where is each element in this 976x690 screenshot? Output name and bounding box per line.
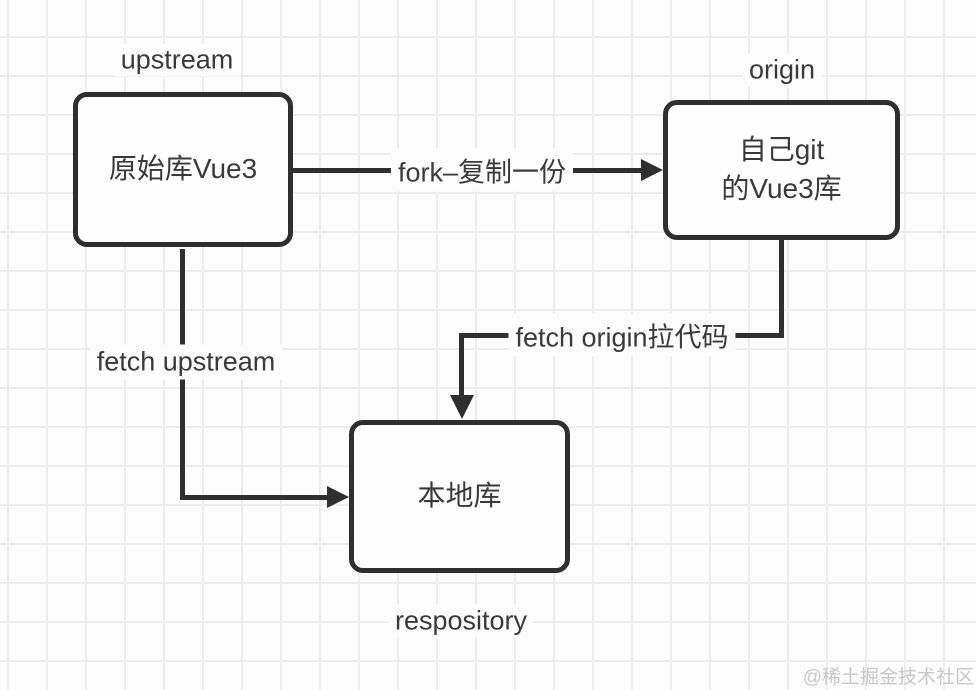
- edge-fetch-origin-label: fetch origin拉代码: [508, 313, 736, 357]
- edge-fetch-upstream-label: fetch upstream: [89, 344, 283, 380]
- node-origin-box: 自己git 的Vue3库: [663, 100, 900, 240]
- edge-fetch-origin-arrowhead-icon: [450, 395, 474, 419]
- edge-fetch-upstream-line-horizontal: [180, 495, 327, 500]
- node-origin-title: origin: [742, 53, 822, 87]
- watermark-text: @稀土掘金技术社区: [802, 667, 974, 688]
- node-upstream-title: upstream: [114, 43, 240, 77]
- node-origin-text-line1: 自己git: [738, 134, 825, 166]
- node-origin-text-line2: 的Vue3库: [721, 173, 842, 204]
- node-upstream-box: 原始库Vue3: [73, 92, 293, 247]
- edge-fetch-origin-line-vertical-top: [779, 240, 784, 338]
- edge-fetch-origin-line-vertical-bottom: [459, 333, 464, 399]
- node-upstream-text: 原始库Vue3: [108, 153, 258, 185]
- node-local-box: 本地库: [349, 420, 570, 573]
- node-local-text: 本地库: [417, 480, 502, 512]
- edge-fork-arrowhead-icon: [641, 159, 663, 181]
- node-local-title: respository: [388, 604, 534, 638]
- edge-fork-label: fork–复制一份: [390, 148, 574, 192]
- edge-fetch-upstream-arrowhead-icon: [327, 486, 349, 508]
